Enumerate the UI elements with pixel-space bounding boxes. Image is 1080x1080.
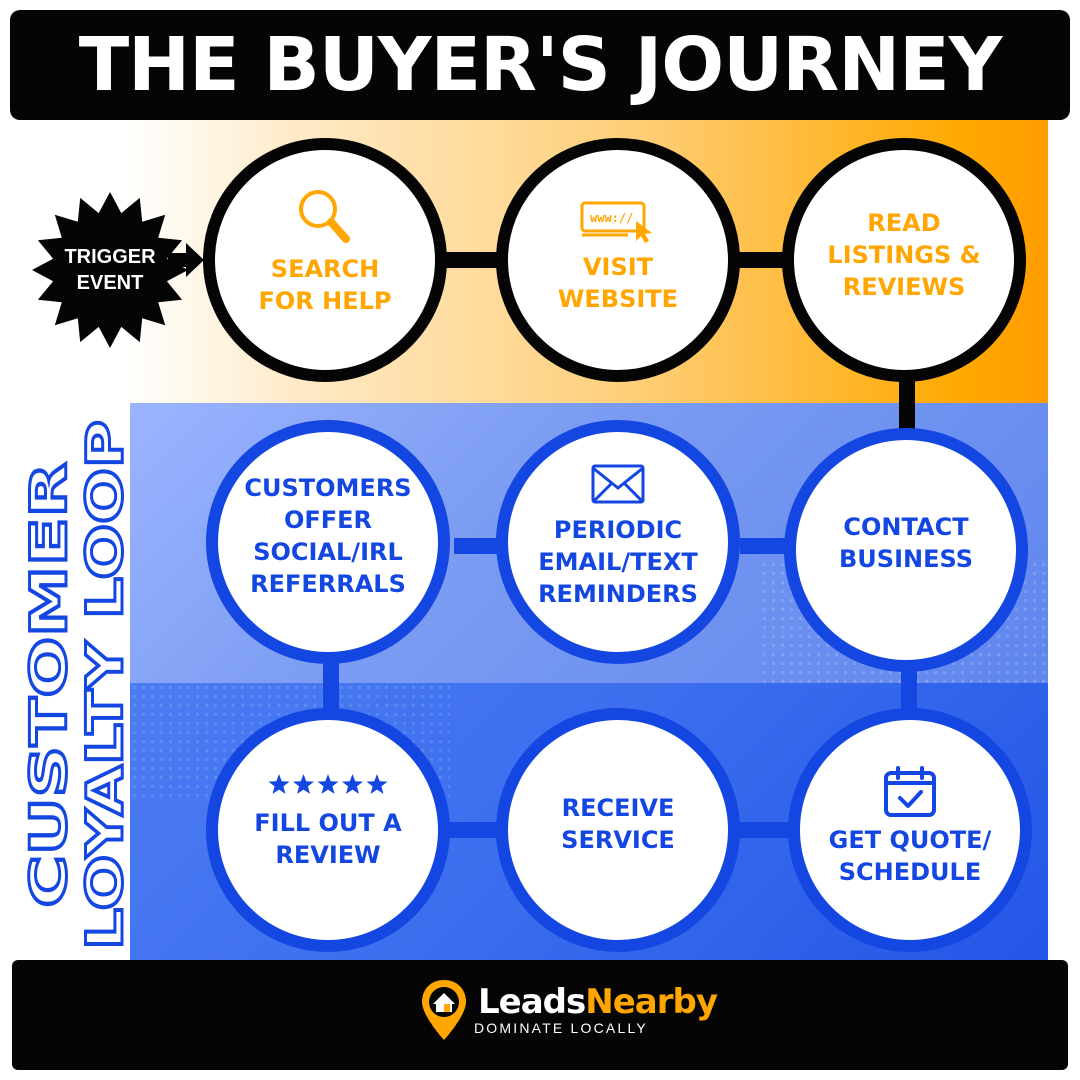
step-read-listings-reviews: READ LISTINGS & REVIEWS — [782, 138, 1026, 382]
loop-title-line-2: LOYALTY LOOP — [76, 420, 134, 950]
step-label: RECEIVE SERVICE — [561, 794, 675, 854]
browser-cursor-icon: www:// — [580, 201, 652, 243]
envelope-icon — [591, 464, 645, 504]
step-search-for-help: SEARCH FOR HELP — [203, 138, 447, 382]
five-stars-icon — [268, 774, 388, 794]
step-get-quote-schedule: GET QUOTE/ SCHEDULE — [788, 708, 1032, 952]
star-icon — [317, 774, 339, 794]
calendar-check-icon — [884, 766, 936, 817]
browser-url-text: www:// — [590, 211, 633, 225]
trigger-event-label: TRIGGER EVENT — [64, 246, 156, 294]
step-label: VISIT WEBSITE — [557, 253, 679, 313]
brand-leads: Leads — [478, 982, 586, 1022]
step-label: SEARCH FOR HELP — [258, 255, 392, 315]
step-visit-website: www:// VISIT WEBSITE — [496, 138, 740, 382]
step-label: CUSTOMERS OFFER SOCIAL/IRL REFERRALS — [244, 474, 412, 598]
brand-name: LeadsNearby — [478, 978, 718, 1026]
brand-tagline: DOMINATE LOCALLY — [474, 1020, 648, 1036]
step-contact-business: CONTACT BUSINESS — [784, 428, 1028, 672]
brand-nearby: Nearby — [585, 982, 718, 1022]
step-customers-offer-referrals: CUSTOMERS OFFER SOCIAL/IRL REFERRALS — [206, 420, 450, 664]
step-receive-service: RECEIVE SERVICE — [496, 708, 740, 952]
star-icon — [342, 774, 363, 794]
star-icon — [366, 774, 388, 794]
star-icon — [268, 774, 290, 794]
step-label: GET QUOTE/ SCHEDULE — [828, 826, 992, 886]
title-bar — [10, 10, 1070, 120]
step-fill-out-review: FILL OUT A REVIEW — [206, 708, 450, 952]
trigger-burst-icon — [32, 192, 188, 348]
step-label: CONTACT BUSINESS — [839, 513, 973, 573]
page-title: THE BUYER'S JOURNEY — [78, 22, 1003, 108]
footer-bar — [12, 960, 1068, 1070]
loop-title-line-1: CUSTOMER — [20, 463, 78, 908]
step-label: READ LISTINGS & REVIEWS — [827, 209, 981, 301]
magnifier-icon — [299, 190, 350, 243]
star-icon — [293, 774, 314, 794]
location-pin-house-icon — [422, 980, 466, 1040]
step-periodic-reminders: PERIODIC EMAIL/TEXT REMINDERS — [496, 420, 740, 664]
step-label: FILL OUT A REVIEW — [254, 809, 402, 869]
step-label: PERIODIC EMAIL/TEXT REMINDERS — [538, 516, 698, 608]
loop-title: CUSTOMER LOYALTY LOOP — [19, 419, 136, 952]
